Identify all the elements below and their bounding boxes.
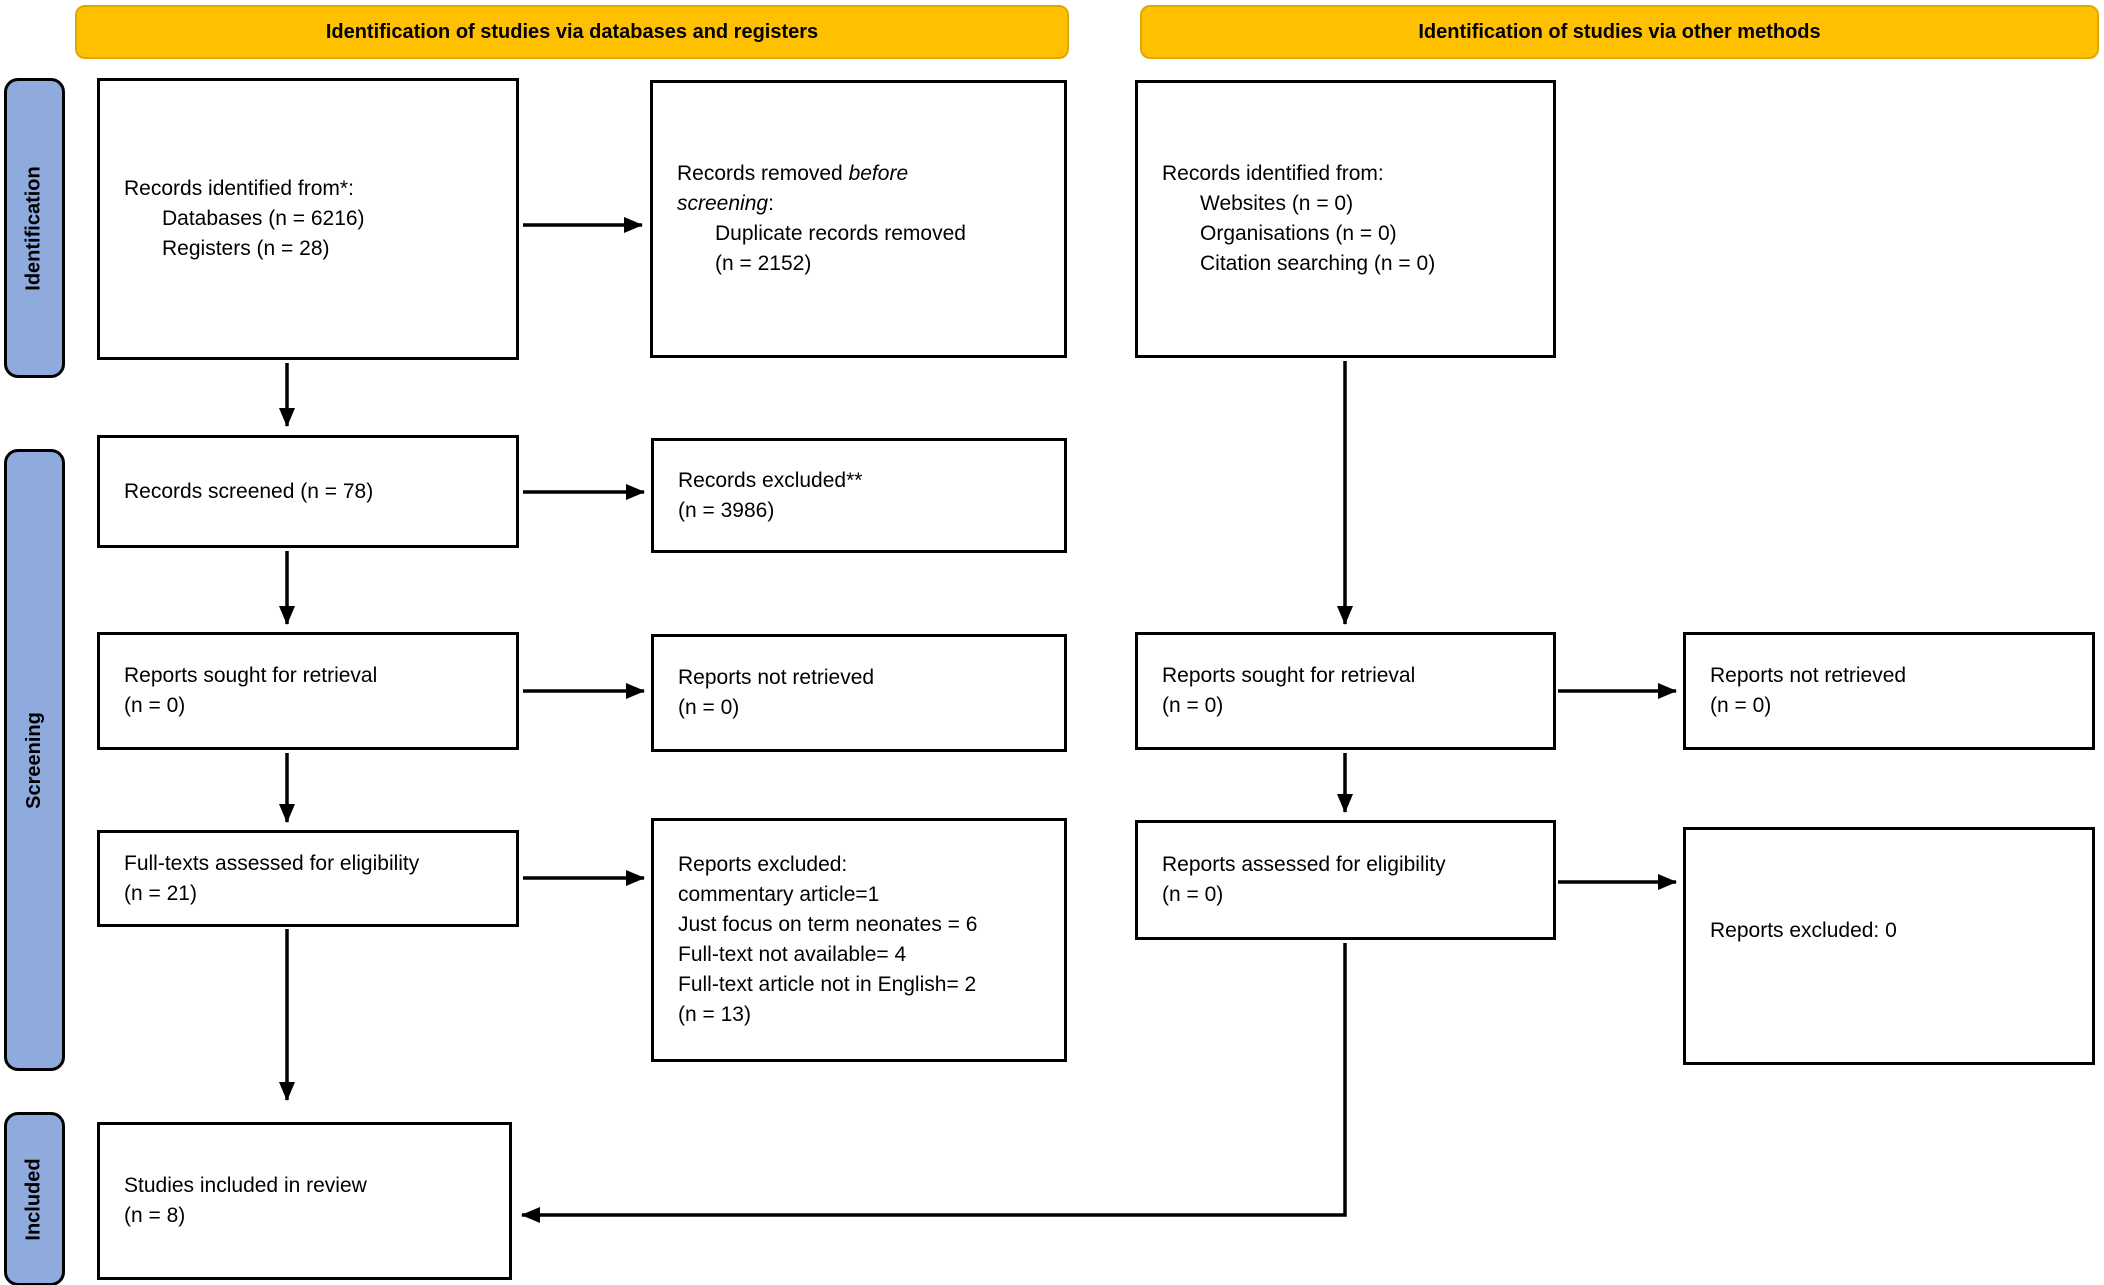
records-screened-line-1: Records screened (n = 78) [124, 479, 374, 503]
records-removed-line-1: Records removed before [677, 162, 909, 185]
fulltexts-assessed-line-1: Full-texts assessed for eligibility [124, 851, 420, 875]
records-removed-line-2: screening: [677, 192, 774, 215]
reports-sought-other-line-1: Reports sought for retrieval [1162, 664, 1416, 687]
records-excluded-line-2: (n = 3986) [678, 498, 775, 522]
box-reports-not-retrieved-databases: Reports not retrieved (n = 0) [651, 634, 1067, 752]
reports-sought-other-line-2: (n = 0) [1162, 694, 1224, 717]
box-records-removed-before-screening: Records removed before screening: Duplic… [650, 80, 1067, 358]
reports-not-retrieved-other-line-2: (n = 0) [1710, 694, 1772, 717]
reports-sought-db-line-1: Reports sought for retrieval [124, 664, 378, 687]
reports-not-retrieved-db-line-2: (n = 0) [678, 696, 740, 719]
box-reports-excluded-reasons: Reports excluded: commentary article=1 J… [651, 818, 1067, 1062]
reports-excluded-reasons-line-2: commentary article=1 [678, 883, 880, 906]
records-identified-other-line-4: Citation searching (n = 0) [1200, 252, 1436, 275]
stage-tab-screening: Screening [4, 449, 65, 1071]
reports-assessed-other-line-2: (n = 0) [1162, 883, 1224, 906]
records-identified-db-line-1: Records identified from*: [124, 177, 354, 200]
stage-tab-included: Included [4, 1112, 65, 1285]
records-identified-db-line-2: Databases (n = 6216) [162, 207, 365, 230]
reports-sought-db-line-2: (n = 0) [124, 694, 186, 717]
stage-tab-screening-label: Screening [23, 711, 46, 809]
box-fulltexts-assessed: Full-texts assessed for eligibility (n =… [97, 830, 519, 927]
reports-excluded-reasons-line-5: Full-text article not in English= 2 [678, 973, 977, 996]
stage-tab-identification-label: Identification [23, 165, 46, 291]
reports-not-retrieved-db-line-1: Reports not retrieved [678, 666, 875, 689]
reports-excluded-reasons-line-6: (n = 13) [678, 1003, 751, 1026]
box-records-excluded: Records excluded** (n = 3986) [651, 438, 1067, 553]
reports-excluded-reasons-line-1: Reports excluded: [678, 853, 848, 876]
reports-not-retrieved-other-line-1: Reports not retrieved [1710, 664, 1907, 687]
box-reports-not-retrieved-other: Reports not retrieved (n = 0) [1683, 632, 2095, 750]
records-identified-other-line-3: Organisations (n = 0) [1200, 222, 1397, 245]
records-identified-other-line-2: Websites (n = 0) [1200, 192, 1354, 215]
reports-assessed-other-line-1: Reports assessed for eligibility [1162, 853, 1446, 876]
box-reports-sought-databases: Reports sought for retrieval (n = 0) [97, 632, 519, 750]
fulltexts-assessed-line-2: (n = 21) [124, 881, 197, 905]
box-reports-assessed-other: Reports assessed for eligibility (n = 0) [1135, 820, 1556, 940]
records-excluded-line-1: Records excluded** [678, 468, 863, 492]
reports-excluded-reasons-line-4: Full-text not available= 4 [678, 943, 907, 966]
stage-tab-identification: Identification [4, 78, 65, 378]
box-reports-sought-other: Reports sought for retrieval (n = 0) [1135, 632, 1556, 750]
records-removed-line-4: (n = 2152) [715, 252, 812, 275]
reports-excluded-other-line-1: Reports excluded: 0 [1710, 919, 1897, 942]
studies-included-line-1: Studies included in review [124, 1174, 367, 1197]
box-records-identified-databases: Records identified from*: Databases (n =… [97, 78, 519, 360]
box-studies-included: Studies included in review (n = 8) [97, 1122, 512, 1280]
banner-other-methods: Identification of studies via other meth… [1140, 5, 2099, 59]
records-identified-db-line-3: Registers (n = 28) [162, 237, 330, 260]
banner-databases-registers: Identification of studies via databases … [75, 5, 1069, 59]
box-records-identified-other: Records identified from: Websites (n = 0… [1135, 80, 1556, 358]
box-records-screened: Records screened (n = 78) [97, 435, 519, 548]
stage-tab-included-label: Included [23, 1157, 46, 1241]
box-reports-excluded-other: Reports excluded: 0 [1683, 827, 2095, 1065]
records-identified-other-line-1: Records identified from: [1162, 162, 1384, 185]
records-removed-line-3: Duplicate records removed [715, 222, 966, 245]
studies-included-line-2: (n = 8) [124, 1204, 186, 1227]
reports-excluded-reasons-line-3: Just focus on term neonates = 6 [678, 913, 978, 936]
